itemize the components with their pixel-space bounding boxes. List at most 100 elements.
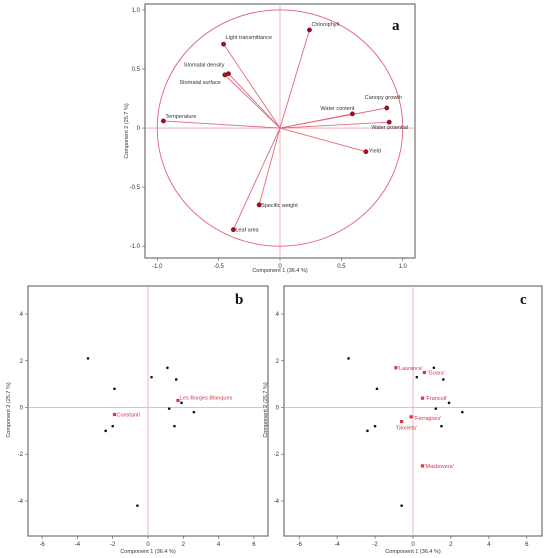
x-tick-label: 0.5: [337, 264, 346, 270]
observation-point: [174, 378, 178, 381]
observation-point: [180, 401, 183, 405]
panel-c-letter: c: [520, 292, 527, 308]
y-tick-label: -2: [18, 452, 24, 458]
y-tick-label: 1.0: [132, 8, 141, 14]
x-tick-label: -1.0: [152, 264, 163, 270]
y-tick-label: -2: [274, 452, 280, 458]
loading-vector: [223, 43, 281, 129]
observation-point: [415, 375, 419, 379]
observation-point: [136, 504, 139, 507]
observation-point: [347, 357, 350, 360]
x-tick-label: -4: [75, 542, 81, 548]
observation-point: [461, 410, 464, 414]
panel-b-letter: b: [235, 292, 243, 308]
observation-point: [440, 424, 443, 428]
highlighted-label: 'Ferragnes': [414, 416, 441, 422]
y-tick-label: -0.5: [130, 185, 141, 191]
observation-point: [86, 357, 90, 360]
x-tick-label: 2: [449, 542, 453, 548]
highlighted-point: [420, 464, 425, 468]
loading-vector: [279, 121, 390, 129]
loading-point: [363, 149, 369, 155]
loading-point: [350, 111, 355, 117]
observation-point: [447, 401, 451, 405]
panel-c-xlabel: Component 1 (36.4 %): [385, 549, 441, 555]
loading-vector: [258, 127, 281, 205]
panel-b-xlabel: Component 1 (36.4 %): [120, 549, 176, 555]
x-tick-label: 0: [411, 542, 415, 548]
x-tick-label: -2: [110, 542, 116, 548]
highlighted-label: 'Glorieta': [396, 426, 417, 432]
loading-label: Leaf area: [235, 228, 259, 234]
highlighted-point: [400, 419, 404, 424]
loading-label: Canopy growth: [365, 95, 402, 101]
loading-point: [256, 202, 262, 208]
highlighted-label: Les Borges Blanques: [180, 395, 233, 401]
highlighted-point: [176, 398, 180, 403]
observation-point: [167, 407, 171, 410]
x-tick-label: 6: [525, 542, 529, 548]
y-tick-label: 0: [137, 126, 141, 132]
observation-point: [400, 504, 403, 507]
y-tick-label: -1.0: [130, 244, 141, 250]
y-tick-label: 4: [276, 312, 280, 318]
x-tick-label: 0: [278, 264, 282, 270]
loading-vector: [279, 127, 367, 153]
x-tick-label: 0: [146, 542, 150, 548]
observation-point: [150, 375, 153, 379]
observation-point: [173, 424, 176, 428]
loading-vector: [228, 73, 281, 129]
highlighted-point: [420, 396, 425, 400]
y-tick-label: -4: [274, 499, 280, 505]
x-tick-label: -4: [334, 542, 340, 548]
highlighted-point: [422, 370, 426, 375]
loading-point: [222, 72, 228, 78]
observation-point: [104, 429, 107, 433]
loading-label: Light transmittance: [226, 35, 272, 41]
y-tick-label: 2: [276, 359, 280, 365]
x-tick-label: -6: [297, 542, 303, 548]
loading-label: Specific weight: [261, 203, 298, 209]
correlation-circle: [156, 9, 404, 247]
loading-point: [221, 41, 226, 47]
highlighted-label: 'Masbovera': [424, 464, 453, 470]
highlighted-label: 'Laurance': [398, 366, 423, 372]
observation-point: [432, 366, 436, 370]
loading-label: Water content: [320, 106, 355, 112]
loading-point: [230, 227, 236, 233]
highlighted-label: Constantí: [116, 413, 140, 419]
loading-point: [384, 105, 390, 111]
x-tick-label: 6: [252, 542, 256, 548]
panel-a-ylabel: Component 2 (25.7 %): [124, 103, 130, 159]
highlighted-label: 'Francoli': [425, 396, 447, 402]
observation-point: [366, 429, 369, 433]
loading-vector: [279, 113, 353, 129]
observation-point: [166, 366, 169, 370]
observation-point: [111, 424, 115, 428]
y-tick-label: 0.5: [132, 67, 141, 73]
observation-point: [373, 424, 377, 428]
highlighted-point: [112, 412, 117, 417]
observation-point: [113, 387, 116, 391]
loading-label: Chlorophyll: [311, 22, 339, 28]
panel-a-letter: a: [392, 18, 400, 34]
loading-vector: [279, 29, 310, 129]
loading-point: [307, 27, 312, 33]
loading-label: Temperature: [165, 114, 196, 120]
loading-label: Yield: [369, 149, 381, 155]
y-tick-label: 0: [20, 405, 24, 411]
observation-point: [375, 387, 379, 391]
loading-point: [386, 119, 392, 125]
x-tick-label: 4: [217, 542, 221, 548]
loading-label: Stomatal density: [184, 63, 225, 69]
y-tick-label: -4: [18, 499, 24, 505]
panel-b-ylabel: Component 2 (25.7 %): [6, 382, 12, 438]
x-tick-label: 4: [487, 542, 491, 548]
observation-point: [192, 410, 196, 414]
